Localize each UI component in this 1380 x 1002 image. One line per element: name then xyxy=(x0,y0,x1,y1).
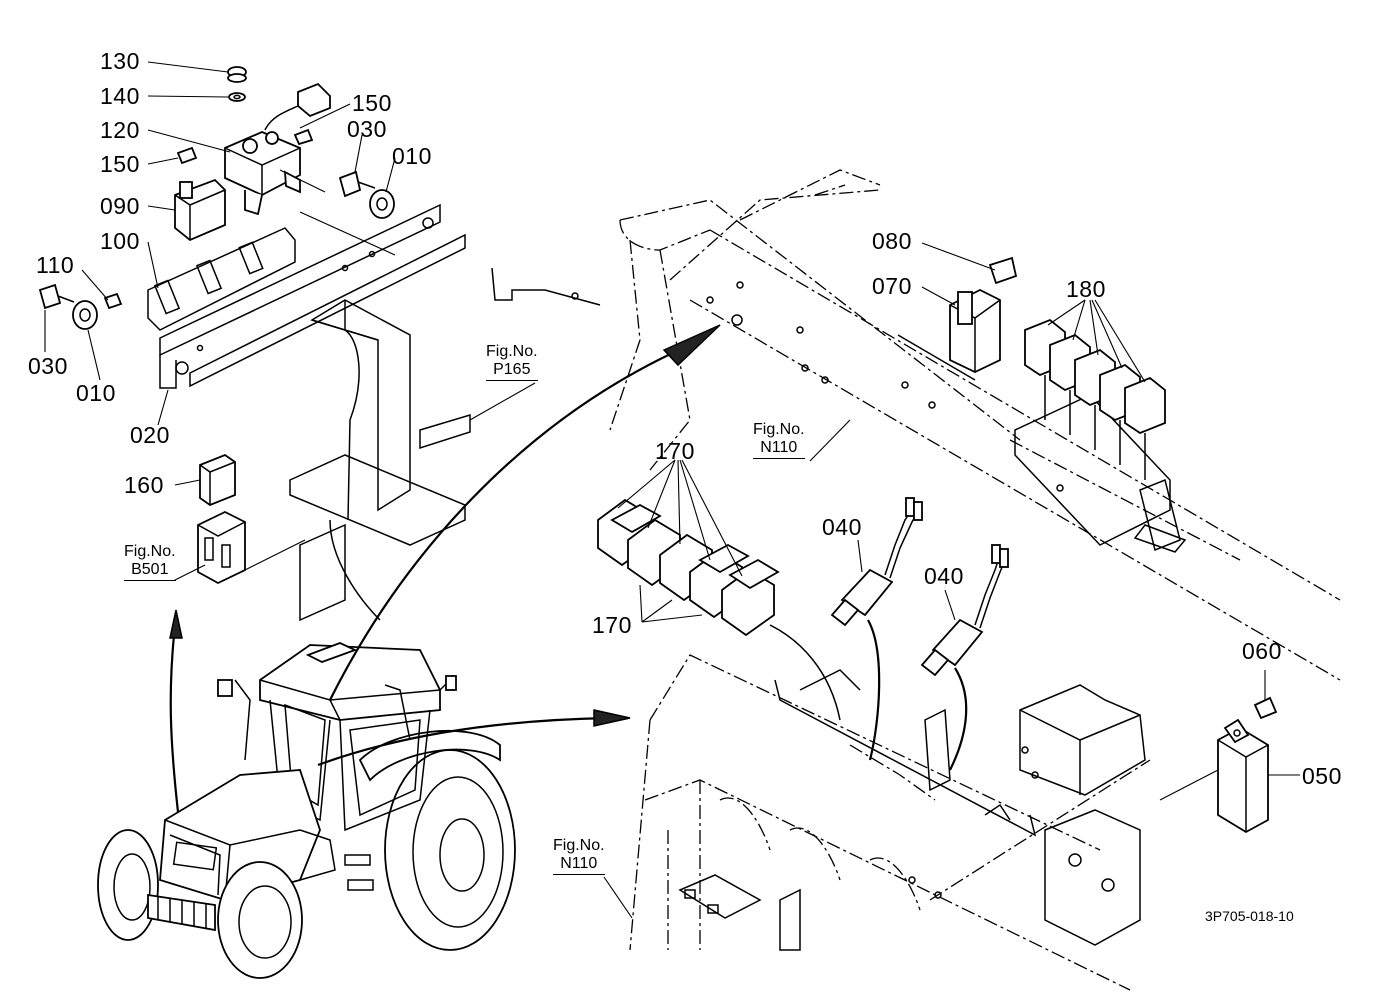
callout-040: 040 xyxy=(822,514,862,540)
callout-030: 030 xyxy=(347,116,387,142)
figure-ref-label: Fig.No. xyxy=(124,543,176,560)
figure-ref-code: P165 xyxy=(486,361,538,381)
bracket-assembly xyxy=(38,66,466,389)
callout-170: 170 xyxy=(592,612,632,638)
callout-110: 110 xyxy=(36,252,75,278)
callout-170: 170 xyxy=(655,438,695,464)
callout-150: 150 xyxy=(100,151,140,177)
figure-ref-label: Fig.No. xyxy=(553,837,605,854)
callout-180: 180 xyxy=(1066,276,1106,302)
figure-ref-n110[interactable]: Fig.No. N110 xyxy=(753,421,805,459)
figure-ref-n110[interactable]: Fig.No. N110 xyxy=(553,837,605,875)
callout-080: 080 xyxy=(872,228,912,254)
pointer-arrows xyxy=(169,324,721,813)
center-frame xyxy=(289,267,601,622)
callout-010: 010 xyxy=(76,380,116,406)
relay-070 xyxy=(897,242,1018,381)
callout-130: 130 xyxy=(100,48,140,74)
relays-180 xyxy=(1024,299,1166,480)
main-frame-lower xyxy=(629,654,1151,991)
callout-100: 100 xyxy=(100,228,140,254)
callout-030: 030 xyxy=(28,353,68,379)
switches-040 xyxy=(830,497,1009,771)
callout-070: 070 xyxy=(872,273,912,299)
callout-150: 150 xyxy=(352,90,392,116)
callout-060: 060 xyxy=(1242,638,1282,664)
callout-050: 050 xyxy=(1302,763,1342,789)
callout-010: 010 xyxy=(392,143,432,169)
figure-ref-b501[interactable]: Fig.No. B501 xyxy=(124,543,176,581)
figure-ref-code: N110 xyxy=(753,439,805,459)
figure-ref-label: Fig.No. xyxy=(486,343,538,360)
relay-160 xyxy=(174,453,306,585)
document-id: 3P705-018-10 xyxy=(1205,908,1294,924)
connectors-170 xyxy=(597,459,841,721)
callout-140: 140 xyxy=(100,83,140,109)
callout-160: 160 xyxy=(124,472,164,498)
figure-ref-code: N110 xyxy=(553,855,605,875)
callout-040: 040 xyxy=(924,563,964,589)
main-frame-upper xyxy=(609,169,1341,681)
figure-ref-code: B501 xyxy=(124,561,176,581)
part-050-060 xyxy=(1159,670,1300,834)
figure-ref-label: Fig.No. xyxy=(753,421,805,438)
callout-090: 090 xyxy=(100,193,140,219)
leader-lines-upper-left xyxy=(44,61,396,426)
tractor-illustration xyxy=(97,642,516,979)
callout-120: 120 xyxy=(100,117,140,143)
figure-ref-p165[interactable]: Fig.No. P165 xyxy=(486,343,538,381)
callout-020: 020 xyxy=(130,422,170,448)
